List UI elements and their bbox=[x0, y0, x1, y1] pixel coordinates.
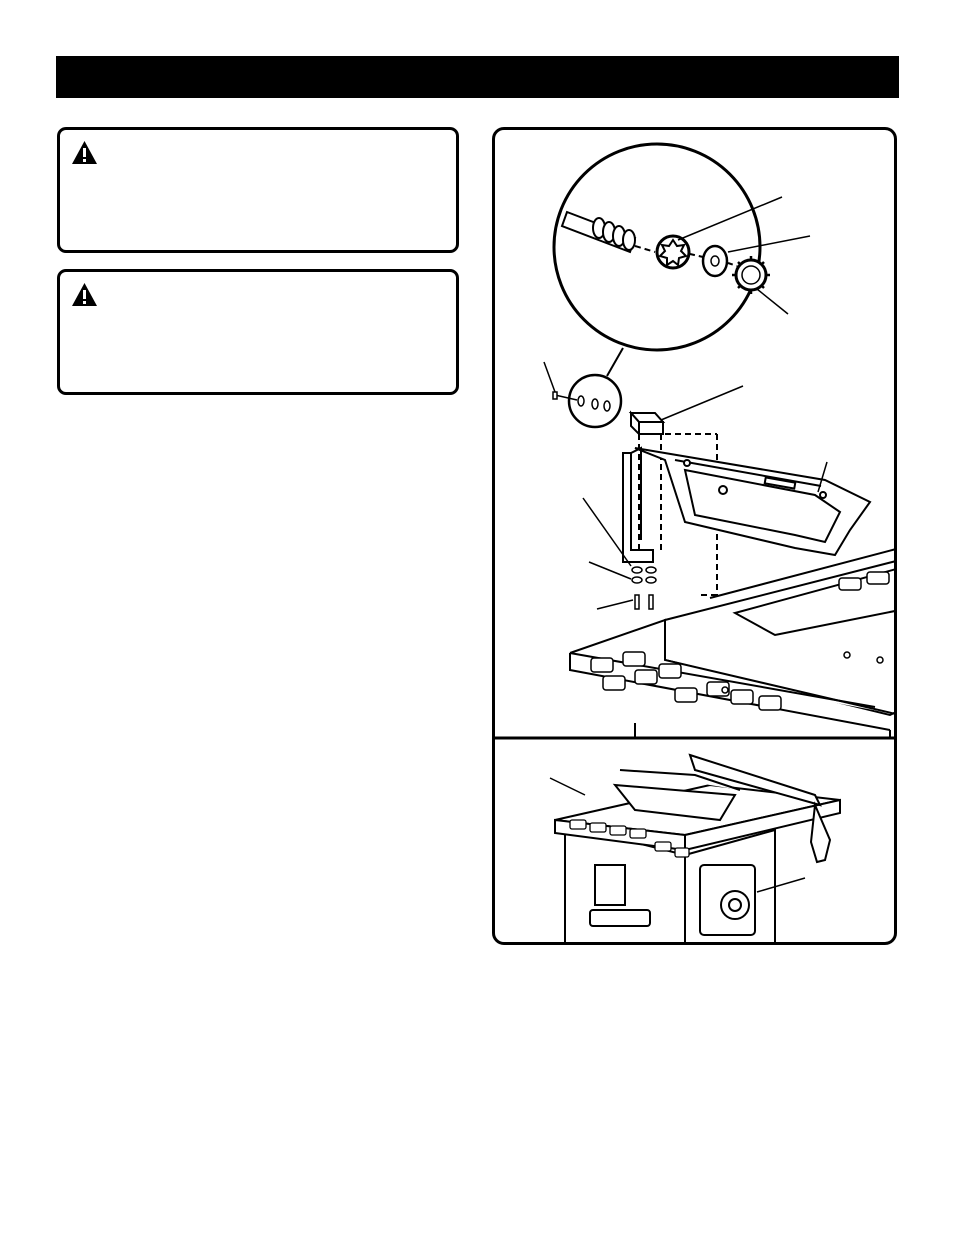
small-detail-parts bbox=[543, 361, 611, 412]
lower-table-inserts bbox=[569, 819, 690, 858]
warning-triangle-icon bbox=[72, 141, 97, 164]
blade-guard bbox=[634, 447, 872, 557]
bracket-block bbox=[628, 385, 744, 437]
detail-magnifier bbox=[552, 142, 811, 352]
warning-box-1 bbox=[57, 127, 459, 253]
figure-panel bbox=[492, 127, 897, 945]
warning-box-2 bbox=[57, 269, 459, 395]
warning-triangle-icon bbox=[72, 283, 97, 306]
assembly-illustration bbox=[495, 142, 894, 942]
section-header-bar bbox=[56, 56, 899, 98]
table-inserts bbox=[590, 571, 890, 711]
table-saw-assembled bbox=[554, 753, 841, 942]
lower-leader-lines bbox=[549, 777, 806, 893]
bracket-hardware bbox=[582, 497, 657, 610]
